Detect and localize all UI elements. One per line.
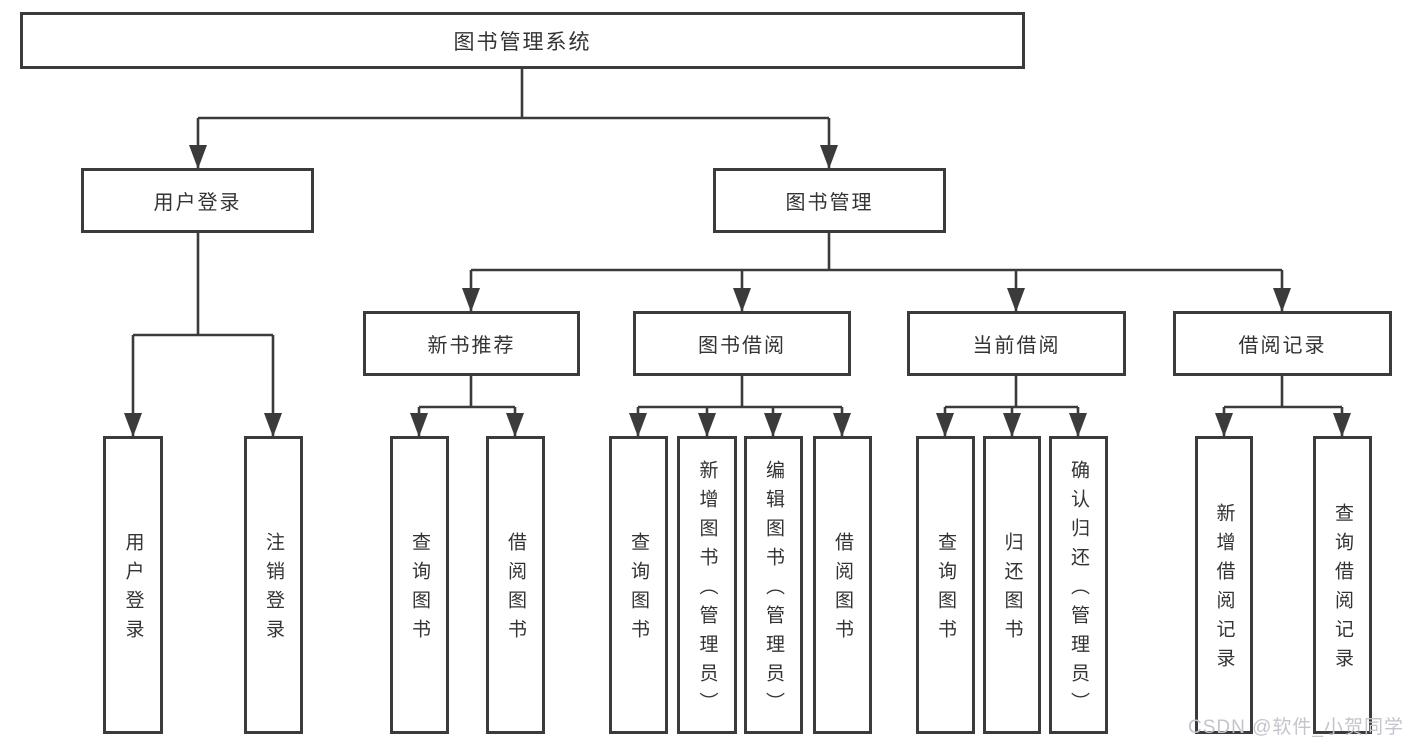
node-library-system: 图书管理系统 xyxy=(20,12,1025,69)
leaf-current-return-books: 归还图书 xyxy=(983,436,1041,734)
node-book-management: 图书管理 xyxy=(713,168,946,233)
leaf-user-login: 用户登录 xyxy=(103,436,163,734)
leaf-recommend-borrow-books: 借阅图书 xyxy=(486,436,545,734)
trunk-book-management xyxy=(471,233,1282,272)
node-borrow-records: 借阅记录 xyxy=(1173,311,1392,376)
watermark: CSDN @软件_小贺同学 xyxy=(1188,717,1404,738)
node-new-book-recommend: 新书推荐 xyxy=(363,311,580,376)
trunk-new-book-recommend xyxy=(419,376,515,409)
leaf-records-query-record: 查询借阅记录 xyxy=(1313,436,1372,734)
trunk-book-borrow xyxy=(638,376,842,409)
leaf-recommend-query-books: 查询图书 xyxy=(390,436,449,734)
leaf-borrow-edit-books-admin: 编辑图书（管理员） xyxy=(744,436,803,734)
trunk-user-login xyxy=(133,233,273,337)
leaf-borrow-borrow-books: 借阅图书 xyxy=(813,436,872,734)
trunk-borrow-records xyxy=(1224,376,1342,409)
leaf-borrow-query-books: 查询图书 xyxy=(609,436,668,734)
leaf-current-query-books: 查询图书 xyxy=(916,436,975,734)
leaf-current-confirm-return-admin: 确认归还（管理员） xyxy=(1049,436,1108,734)
node-book-borrow: 图书借阅 xyxy=(633,311,851,376)
trunk-current-borrow xyxy=(945,376,1078,409)
leaf-borrow-add-books-admin: 新增图书（管理员） xyxy=(677,436,737,734)
node-user-login: 用户登录 xyxy=(81,168,314,233)
trunk-root xyxy=(198,69,829,120)
leaf-logout: 注销登录 xyxy=(244,436,303,734)
leaf-records-add-record: 新增借阅记录 xyxy=(1195,436,1253,734)
node-current-borrow: 当前借阅 xyxy=(907,311,1126,376)
